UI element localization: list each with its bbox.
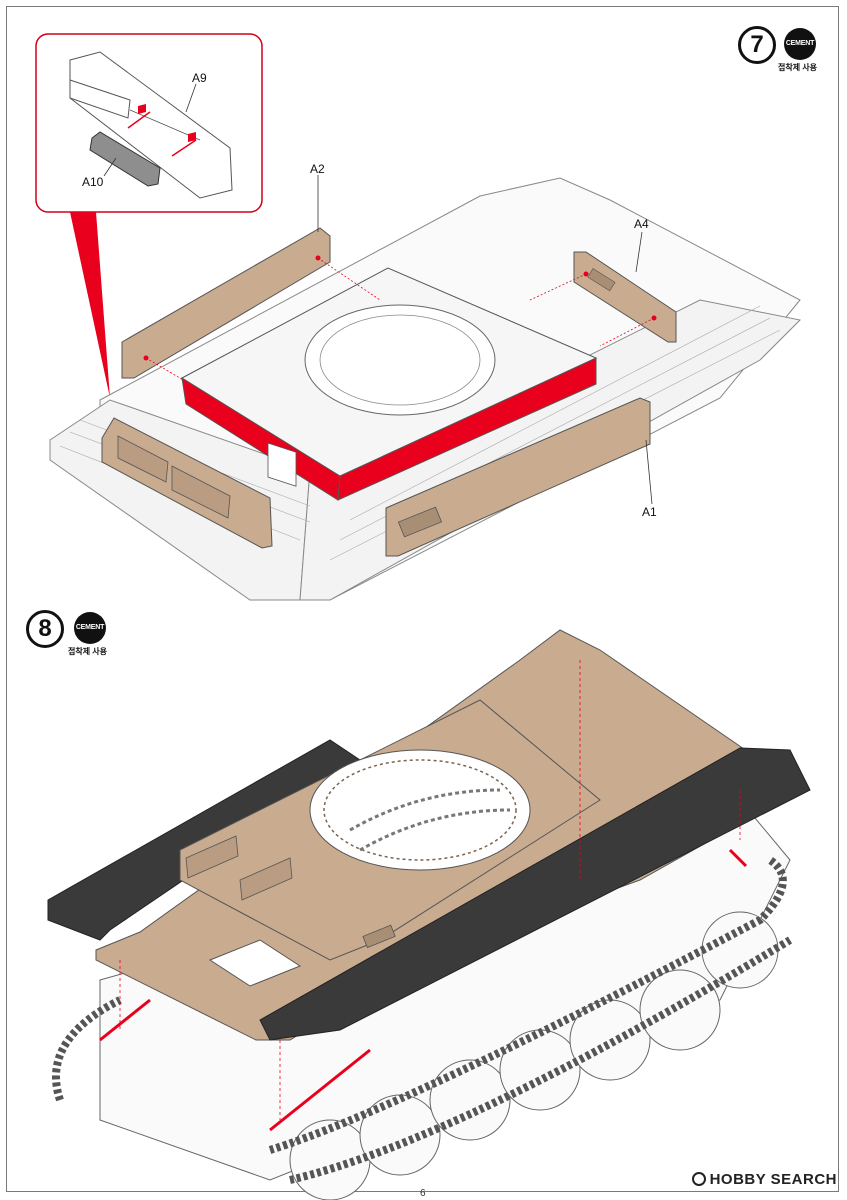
part-label-a10: A10	[82, 175, 104, 189]
cement-note-7: 접착제 사용	[778, 63, 818, 72]
alignment-lines	[119, 660, 741, 1120]
part-label-a9: A9	[192, 71, 207, 85]
turret-ring	[304, 304, 496, 416]
cement-icon: CEMENT	[784, 28, 816, 60]
part-label-a2: A2	[310, 162, 325, 176]
cement-icon: CEMENT	[74, 612, 106, 644]
cement-note-8: 접착제 사용	[68, 647, 108, 656]
detail-callout-pointer	[70, 212, 110, 398]
step-8-number: 8	[26, 610, 64, 648]
right-mudguard-tread	[259, 747, 811, 1041]
part-label-a1: A1	[642, 505, 657, 519]
page-frame	[6, 6, 839, 1192]
part-a2	[121, 227, 331, 379]
part-label-a4: A4	[634, 217, 649, 231]
watermark-text: HOBBY SEARCH	[709, 1171, 837, 1188]
part-a10	[89, 131, 161, 187]
step-7-number: 7	[738, 26, 776, 64]
turret-ring-8	[309, 749, 531, 871]
cement-lines	[99, 848, 748, 1132]
tracks	[52, 856, 793, 1184]
watermark-logo-icon	[691, 1172, 706, 1186]
part-a1	[385, 397, 651, 557]
watermark: HOBBY SEARCH	[691, 1171, 837, 1188]
page-number: 6	[420, 1188, 426, 1199]
